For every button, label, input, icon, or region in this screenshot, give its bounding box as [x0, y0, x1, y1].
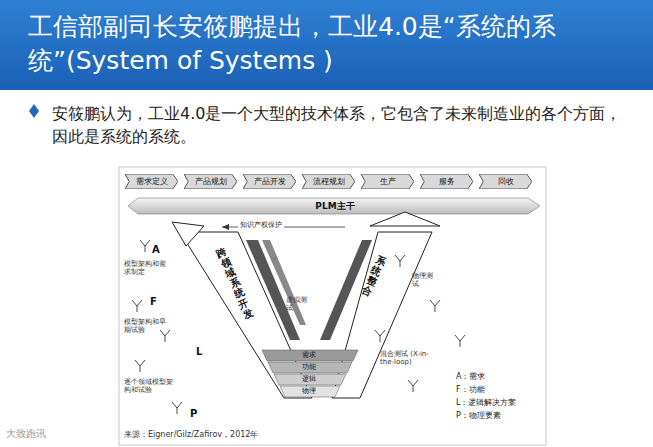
test-note: 虚拟测试 [286, 296, 310, 313]
layer-bar [274, 374, 346, 385]
level-letter: A [152, 244, 160, 256]
title-bar [0, 0, 653, 90]
ip-arrow-head [222, 224, 229, 230]
process-name: 服务 [439, 177, 455, 187]
level-note: 模型架构和早期试验 [124, 318, 168, 335]
v-stripe [262, 240, 306, 325]
level-note: 逐个领域模型架构和试验 [124, 378, 174, 395]
layer-label: 功能 [302, 363, 316, 371]
test-note: 物理测试 [412, 272, 438, 289]
level-letter: L [196, 346, 202, 358]
bullet-text: 安筱鹏认为，工业4.0是一个大型的技术体系，它包含了未来制造业的各个方面，因此是… [52, 102, 622, 148]
slide-title: 工信部副司长安筱鹏提出，工业4.0是“系统的系统”(System of Syst… [28, 10, 628, 78]
process-name: 回收 [498, 177, 514, 187]
process-chevron: 产品开发 [243, 174, 296, 189]
process-chevron: 服务 [420, 174, 473, 189]
key-entry: F：功能 [456, 385, 485, 395]
key-entry: L：逻辑解决方案 [456, 398, 516, 408]
layer-label: 逻辑 [302, 375, 316, 383]
y-symbols [132, 240, 465, 414]
test-note: 混合测试 (X-in-the-loop) [380, 350, 440, 367]
level-letter: F [150, 296, 157, 308]
layer-bar [280, 386, 340, 397]
process-chevron: 产品规划 [184, 174, 237, 189]
backbone-label: PLM主干 [300, 199, 370, 213]
key-entry: P：物理要素 [456, 411, 501, 421]
bullet-diamond [29, 104, 39, 118]
process-chevron: 需求定义 [125, 174, 178, 189]
process-name: 需求定义 [136, 177, 168, 187]
process-name: 产品规划 [195, 177, 227, 187]
layer-label: 物理 [302, 387, 316, 395]
plm-label: PLM主干 [315, 201, 354, 212]
process-chevron: 生产 [361, 174, 414, 189]
level-note: 模型架构和需求制定 [124, 260, 168, 277]
v-right-head [370, 212, 440, 226]
level-letter: P [190, 408, 197, 420]
watermark: 大致跑讯 [6, 428, 46, 440]
process-name: 流程规划 [313, 177, 345, 187]
layer-bar [262, 350, 358, 361]
process-name: 产品开发 [254, 177, 286, 187]
process-name: 生产 [380, 177, 396, 187]
plm-bar [128, 198, 540, 214]
v-left-head [172, 222, 204, 246]
layer-bar [268, 362, 352, 373]
process-chevron: 流程规划 [302, 174, 355, 189]
layer-label: 需求 [302, 351, 316, 359]
key-entry: A：需求 [456, 372, 485, 382]
image-frame [119, 167, 546, 445]
arrow-label: 知识产权保护 [238, 221, 284, 229]
source-caption: 来源：Eigner/Gilz/Zafirov，2012年 [124, 430, 258, 440]
process-chevron: 回收 [479, 174, 532, 189]
